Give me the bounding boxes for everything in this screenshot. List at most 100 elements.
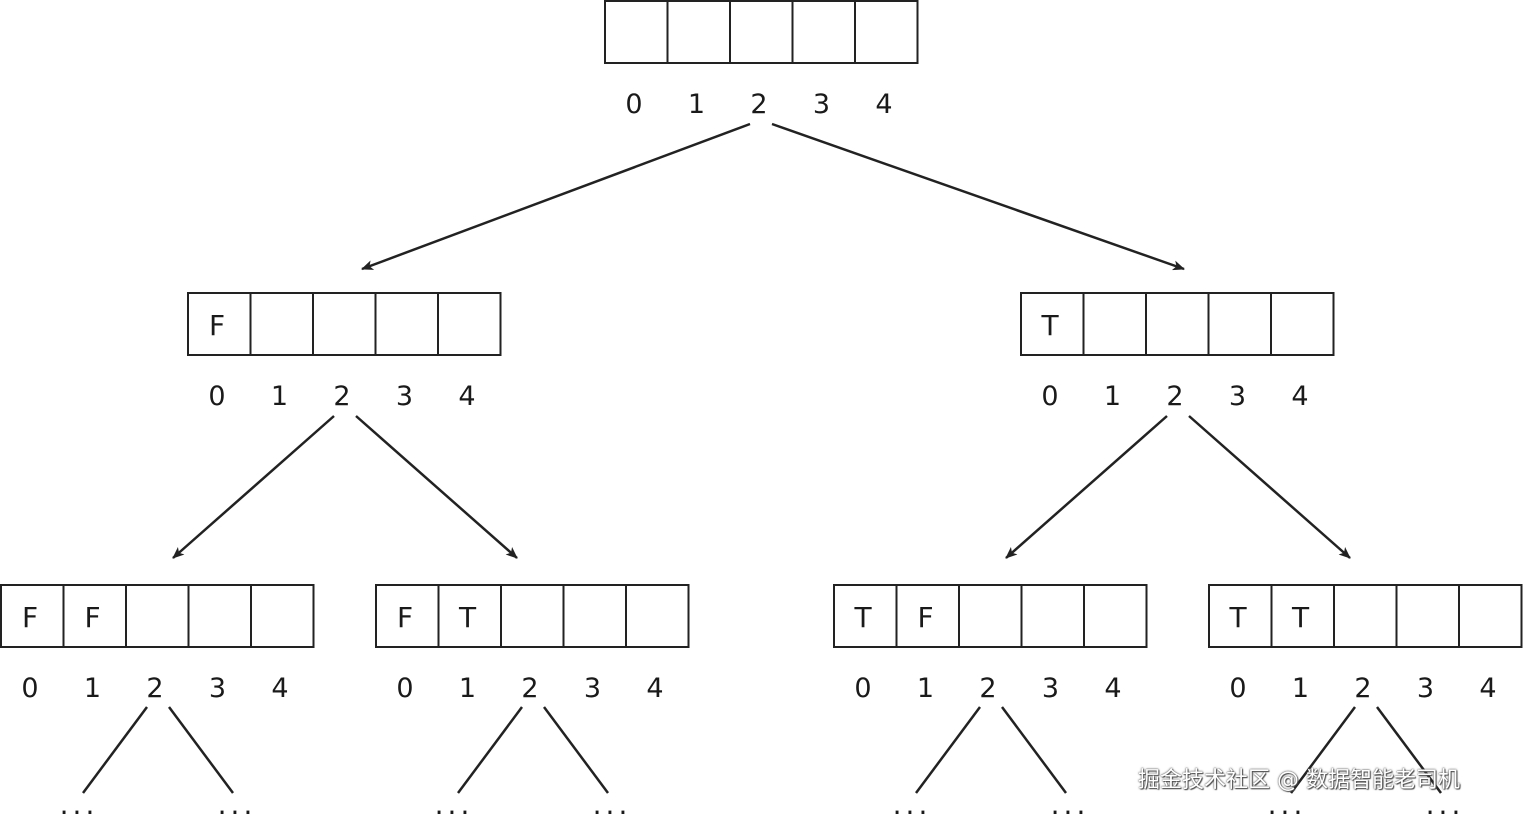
index-label: 1 <box>917 673 934 704</box>
index-label: 3 <box>1417 673 1434 704</box>
index-label: 4 <box>1479 673 1496 704</box>
index-label: 2 <box>750 89 767 120</box>
root-array: 0 1 2 3 4 <box>604 0 919 120</box>
ellipsis-text: ... <box>60 788 99 816</box>
index-label: 2 <box>1354 673 1371 704</box>
tree-arrow <box>172 415 335 559</box>
index-label: 3 <box>1042 673 1059 704</box>
array-cell <box>1207 292 1272 356</box>
array-cell <box>187 292 252 356</box>
tree-arrow <box>771 122 1185 271</box>
cell-value: F <box>209 309 225 342</box>
array-cell <box>958 584 1023 648</box>
index-label: 0 <box>208 381 225 412</box>
index-label: 1 <box>459 673 476 704</box>
index-label: 1 <box>84 673 101 704</box>
cell-value: T <box>1291 601 1310 634</box>
index-label: 0 <box>21 673 38 704</box>
cell-value: F <box>397 601 413 634</box>
array-cell <box>604 0 669 64</box>
cell-value: F <box>917 601 933 634</box>
branch-line <box>1000 706 1068 794</box>
array-cell <box>125 584 190 648</box>
array-cell <box>1082 292 1147 356</box>
index-label: 4 <box>271 673 288 704</box>
cell-value: T <box>1228 601 1247 634</box>
branch-line <box>1289 706 1357 794</box>
array-cell <box>1333 584 1398 648</box>
index-label: 3 <box>396 381 413 412</box>
ellipsis-text: ... <box>593 788 632 816</box>
branch-line <box>914 706 982 794</box>
array-cell <box>791 0 856 64</box>
array-cell <box>1270 292 1335 356</box>
index-label: 2 <box>146 673 163 704</box>
index-label: 2 <box>333 381 350 412</box>
array-cell <box>729 0 794 64</box>
branch-line <box>1375 706 1443 794</box>
array-cell <box>500 584 565 648</box>
index-label: 4 <box>1104 673 1121 704</box>
tree-edges <box>172 122 1351 559</box>
ellipsis-text: ... <box>1426 788 1465 816</box>
array-cell <box>562 584 627 648</box>
level1-array-0: F 0 1 2 3 4 <box>187 292 502 412</box>
index-label: 2 <box>521 673 538 704</box>
array-cell <box>437 584 502 648</box>
index-label: 4 <box>875 89 892 120</box>
branch-line <box>542 706 610 794</box>
array-cell <box>625 584 690 648</box>
cell-value: F <box>22 601 38 634</box>
index-label: 1 <box>1104 381 1121 412</box>
index-label: 0 <box>1229 673 1246 704</box>
index-label: 3 <box>813 89 830 120</box>
leaf-continuation-2: ...... <box>893 706 1085 816</box>
ellipsis-text: ... <box>218 788 257 816</box>
array-cell <box>374 292 439 356</box>
array-cell <box>1145 292 1210 356</box>
leaf-continuation-0: ...... <box>60 706 257 816</box>
leaf-continuation-3: ...... <box>1268 706 1465 816</box>
tree-arrow <box>1005 415 1168 559</box>
array-cell <box>1395 584 1460 648</box>
array-cell <box>1208 584 1273 648</box>
array-cell <box>1020 584 1085 648</box>
tree-arrow <box>361 122 751 271</box>
array-cell <box>1270 584 1335 648</box>
ellipsis-text: ... <box>893 788 932 816</box>
branch-line <box>167 706 235 794</box>
index-label: 0 <box>1041 381 1058 412</box>
array-cell <box>437 292 502 356</box>
cell-value: T <box>853 601 872 634</box>
level2-array-0: F F 0 1 2 3 4 <box>0 584 315 704</box>
ellipsis-text: ... <box>435 788 474 816</box>
index-label: 1 <box>688 89 705 120</box>
index-label: 3 <box>1229 381 1246 412</box>
array-cell <box>187 584 252 648</box>
array-cell <box>666 0 731 64</box>
array-cell <box>312 292 377 356</box>
array-cell <box>1458 584 1523 648</box>
index-label: 0 <box>625 89 642 120</box>
cell-value: T <box>458 601 477 634</box>
array-cell <box>62 584 127 648</box>
array-cell <box>854 0 919 64</box>
cell-value: T <box>1040 309 1059 342</box>
leaf-continuation-1: ...... <box>435 706 632 816</box>
cell-value: F <box>84 601 100 634</box>
ellipsis-text: ... <box>1268 788 1307 816</box>
index-label: 4 <box>458 381 475 412</box>
index-label: 1 <box>271 381 288 412</box>
watermark-text: 掘金技术社区 @ 数据智能老司机 <box>1138 768 1460 793</box>
array-cell <box>249 292 314 356</box>
array-cell <box>250 584 315 648</box>
index-label: 0 <box>854 673 871 704</box>
array-cell <box>1083 584 1148 648</box>
index-label: 3 <box>209 673 226 704</box>
